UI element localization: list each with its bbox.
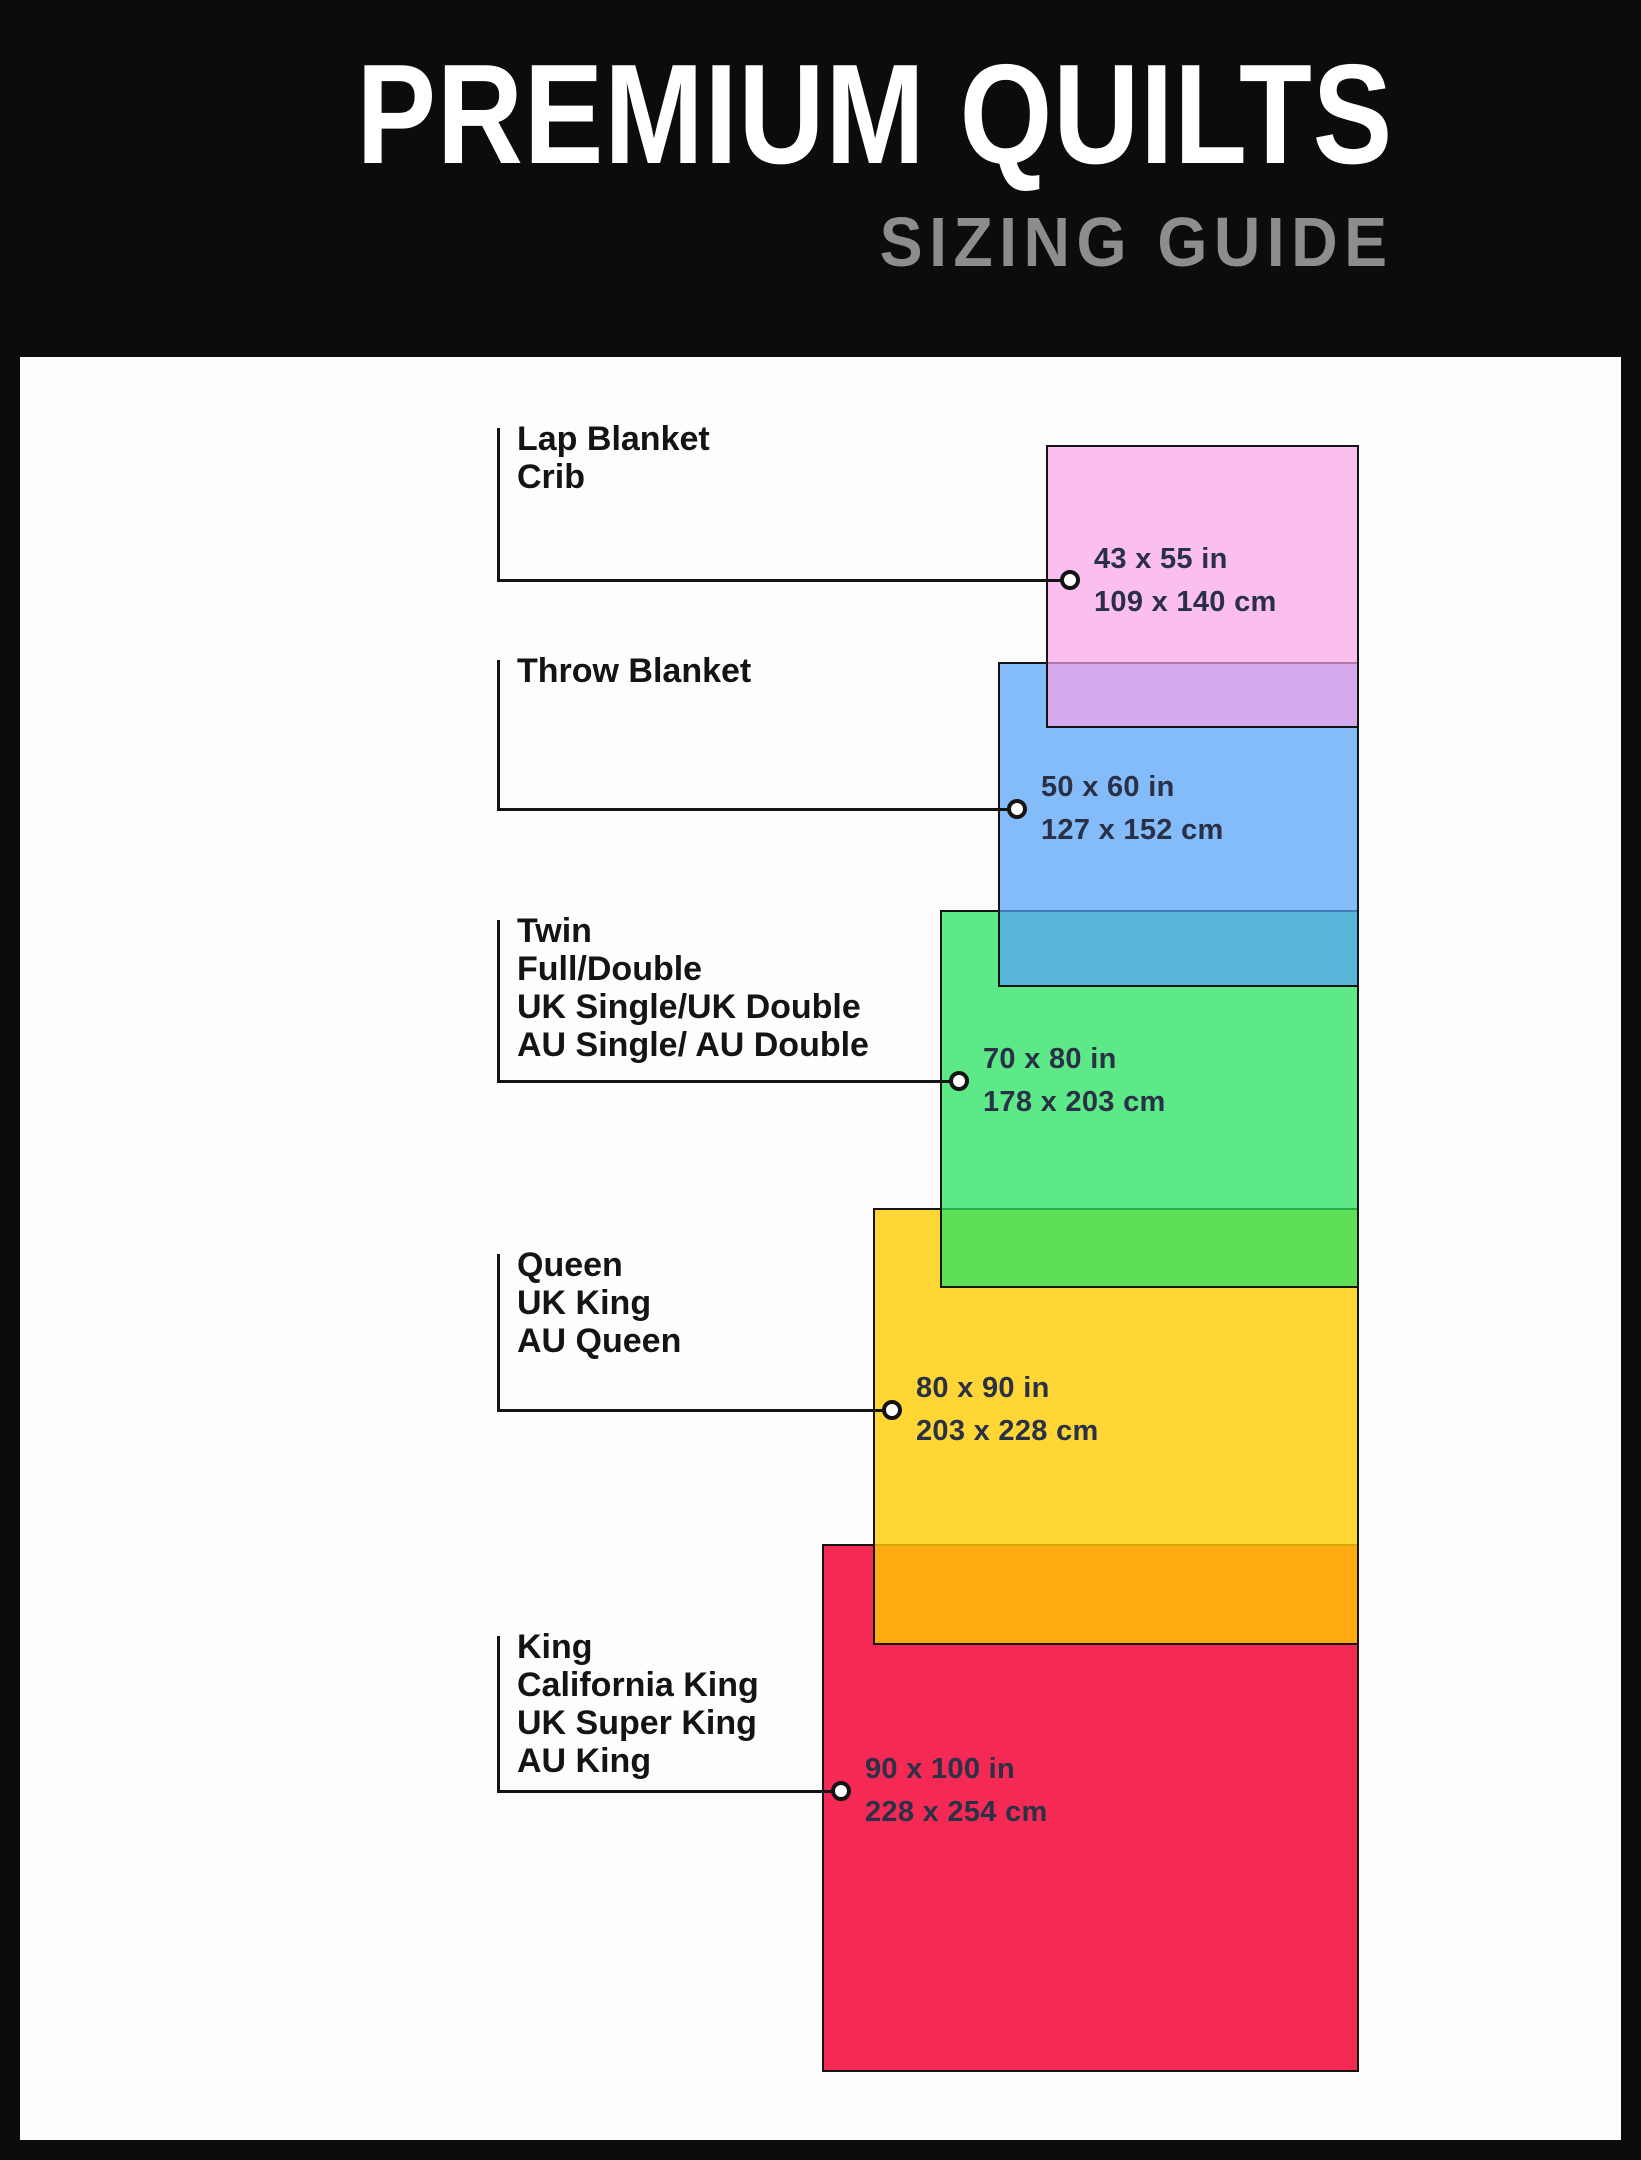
dimension-inches: 70 x 80 in: [983, 1043, 1117, 1075]
leader-line-vertical-throw-blanket: [497, 660, 500, 811]
name-line: Full/Double: [517, 950, 703, 988]
marker-dot-throw-blanket: [1007, 799, 1027, 819]
name-line: AU King: [517, 1742, 652, 1780]
content-panel: [20, 357, 1621, 2140]
dimension-cm: 203 x 228 cm: [916, 1415, 1099, 1447]
leader-line-vertical-lap-blanket: [497, 428, 500, 582]
marker-dot-king: [831, 1781, 851, 1801]
leader-line-horizontal-lap-blanket: [497, 579, 1063, 582]
dimension-label-queen: 80 x 90 in 203 x 228 cm: [916, 1367, 1099, 1453]
leader-line-vertical-queen: [497, 1254, 500, 1412]
leader-line-horizontal-king: [497, 1790, 834, 1793]
name-line: Lap Blanket: [517, 420, 710, 458]
dimension-inches: 50 x 60 in: [1041, 771, 1175, 803]
size-rect-lap-blanket: [1046, 445, 1359, 728]
dimension-inches: 43 x 55 in: [1094, 543, 1228, 575]
leader-line-horizontal-queen: [497, 1409, 885, 1412]
marker-dot-twin: [949, 1071, 969, 1091]
name-label-lap-blanket: Lap Blanket Crib: [517, 420, 710, 496]
page-title: PREMIUM QUILTS: [356, 35, 1393, 194]
dimension-inches: 80 x 90 in: [916, 1372, 1050, 1404]
marker-dot-queen: [882, 1400, 902, 1420]
dimension-label-lap-blanket: 43 x 55 in 109 x 140 cm: [1094, 538, 1277, 624]
name-line: King: [517, 1628, 593, 1666]
marker-dot-lap-blanket: [1060, 570, 1080, 590]
dimension-cm: 109 x 140 cm: [1094, 586, 1277, 618]
dimension-label-king: 90 x 100 in 228 x 254 cm: [865, 1748, 1048, 1834]
dimension-cm: 127 x 152 cm: [1041, 814, 1224, 846]
name-line: UK Single/UK Double: [517, 988, 861, 1026]
dimension-cm: 178 x 203 cm: [983, 1086, 1166, 1118]
leader-line-horizontal-throw-blanket: [497, 808, 1010, 811]
dimension-cm: 228 x 254 cm: [865, 1796, 1048, 1828]
name-line: Crib: [517, 458, 585, 496]
name-line: California King: [517, 1666, 759, 1704]
dimension-label-twin: 70 x 80 in 178 x 203 cm: [983, 1038, 1166, 1124]
name-label-twin: Twin Full/Double UK Single/UK Double AU …: [517, 912, 869, 1064]
name-line: UK King: [517, 1284, 652, 1322]
name-line: Throw Blanket: [517, 652, 752, 690]
name-line: Twin: [517, 912, 592, 950]
dimension-inches: 90 x 100 in: [865, 1753, 1016, 1785]
leader-line-vertical-twin: [497, 920, 500, 1083]
name-label-queen: Queen UK King AU Queen: [517, 1246, 681, 1360]
name-line: UK Super King: [517, 1704, 757, 1742]
name-label-king: King California King UK Super King AU Ki…: [517, 1628, 759, 1780]
name-line: AU Single/ AU Double: [517, 1026, 869, 1064]
name-line: Queen: [517, 1246, 623, 1284]
page-subtitle: SIZING GUIDE: [879, 203, 1393, 281]
name-label-throw-blanket: Throw Blanket: [517, 652, 751, 690]
name-line: AU Queen: [517, 1322, 682, 1360]
leader-line-horizontal-twin: [497, 1080, 952, 1083]
leader-line-vertical-king: [497, 1636, 500, 1793]
dimension-label-throw-blanket: 50 x 60 in 127 x 152 cm: [1041, 766, 1224, 852]
